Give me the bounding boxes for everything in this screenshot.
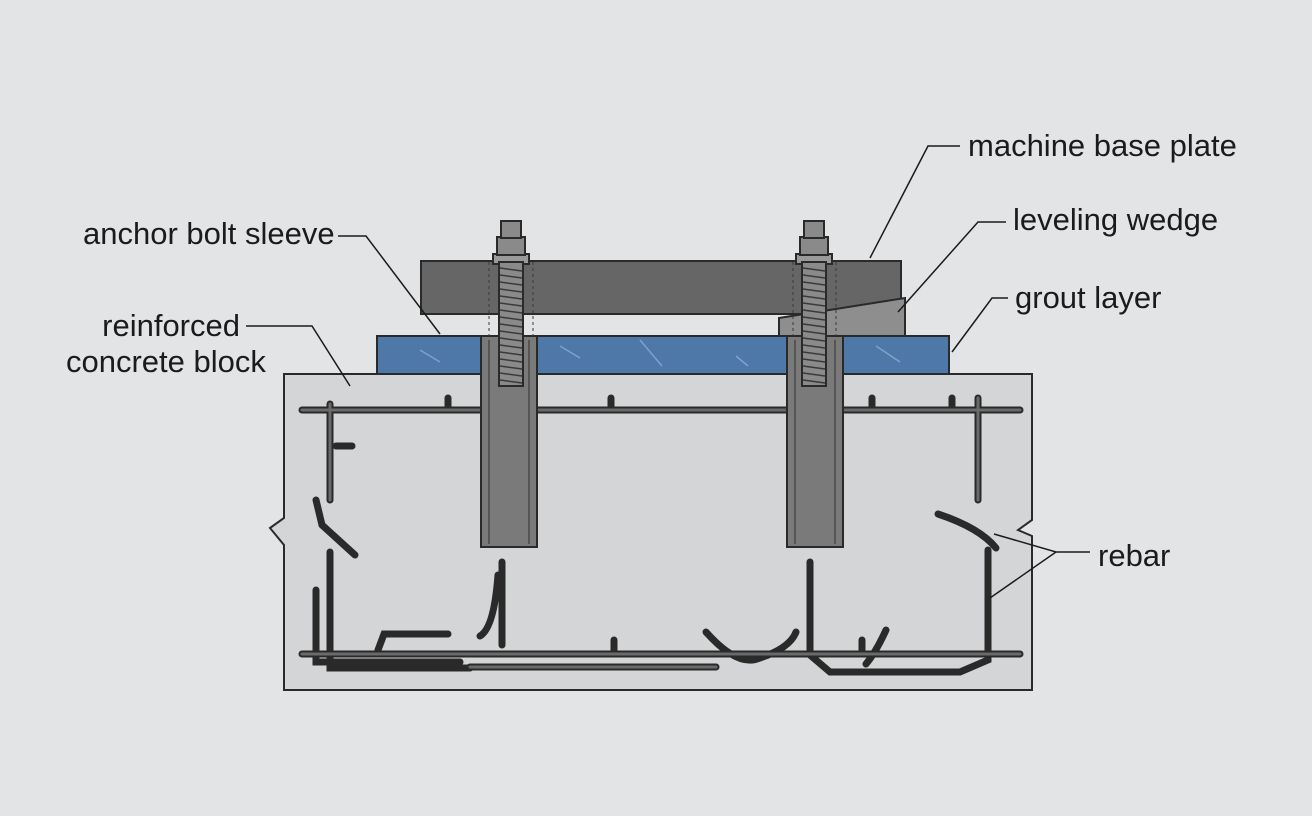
- rebar-mid-2: [476, 571, 502, 640]
- rebar-stirrup-right-2: [806, 546, 992, 676]
- rebar-mid-3: [862, 626, 890, 668]
- machine-base-plate: [420, 260, 902, 315]
- rebar-stirrup-left-3: [326, 548, 474, 672]
- leader-lines: [246, 145, 1090, 599]
- label-grout-layer: grout layer: [1015, 280, 1162, 315]
- rebar-stirrup-left-2: [312, 586, 464, 666]
- label-reinforced: reinforced: [102, 308, 240, 343]
- label-rebar: rebar: [1098, 538, 1171, 573]
- leader-concrete-block: [246, 325, 351, 387]
- rebar-hook-left-2: [374, 630, 452, 654]
- rebar-hook-right: [934, 510, 1000, 552]
- label-anchor-bolt-sleeve: anchor bolt sleeve: [83, 216, 335, 251]
- rebar-curve-mid: [702, 628, 800, 664]
- label-concrete-block: concrete block: [66, 344, 266, 379]
- grout-layer: [376, 335, 950, 375]
- leader-anchor-sleeve: [338, 235, 441, 335]
- label-leveling-wedge: leveling wedge: [1013, 202, 1219, 237]
- leader-rebar-2: [989, 551, 1057, 599]
- leader-grout-layer: [951, 297, 1008, 353]
- leader-machine-base-plate: [869, 145, 960, 259]
- rebar-hook-left: [312, 496, 359, 559]
- label-machine-base-plate: machine base plate: [968, 128, 1237, 163]
- leader-leveling-wedge: [897, 221, 1006, 313]
- anchor-bolt-right: [795, 220, 833, 387]
